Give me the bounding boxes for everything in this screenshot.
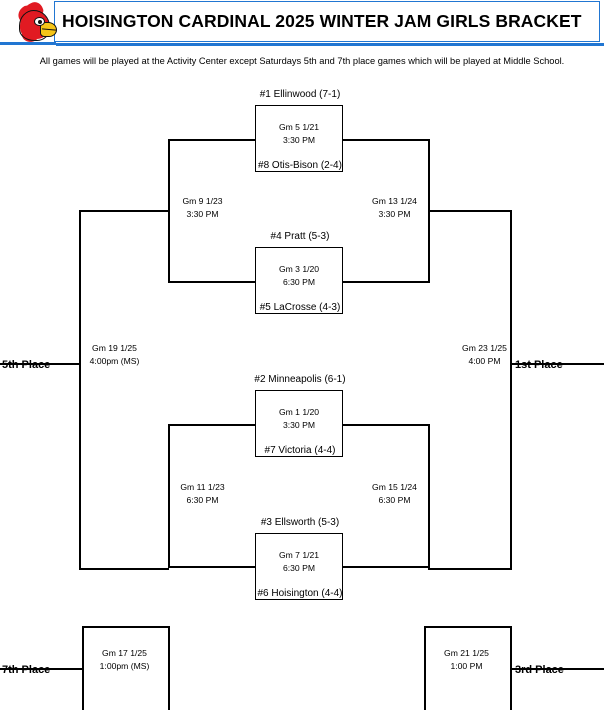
team-label-victoria: #7 Victoria (4-4) bbox=[264, 445, 336, 456]
game-box-3[interactable] bbox=[255, 247, 343, 314]
game-19-number: Gm 19 1/25 bbox=[92, 343, 137, 353]
connector-gm15-vertical bbox=[428, 424, 430, 568]
connector-3rd-place-stub bbox=[510, 668, 604, 670]
team-label-lacrosse: #5 LaCrosse (4-3) bbox=[259, 302, 341, 313]
fifth-place-label: 5th Place bbox=[2, 359, 51, 371]
game-11-number: Gm 11 1/23 bbox=[180, 482, 225, 492]
third-place-label: 3rd Place bbox=[515, 664, 564, 676]
game-5-time: 3:30 PM bbox=[282, 135, 315, 145]
game-19-time: 4:00pm (MS) bbox=[89, 356, 140, 366]
connector-gm19-top bbox=[79, 210, 169, 212]
connector-gm11-top bbox=[168, 424, 256, 426]
connector-gm15-top bbox=[342, 424, 430, 426]
page-title: HOISINGTON CARDINAL 2025 WINTER JAM GIRL… bbox=[62, 11, 582, 31]
game-11-time: 6:30 PM bbox=[186, 495, 219, 505]
connector-gm9-bottom bbox=[168, 281, 256, 283]
game-23-time: 4:00 PM bbox=[468, 356, 501, 366]
game-17-right-line bbox=[168, 626, 170, 710]
connector-gm13-top bbox=[342, 139, 430, 141]
connector-gm23-vertical bbox=[510, 210, 512, 570]
game-1-number: Gm 1 1/20 bbox=[278, 407, 320, 417]
game-9-number: Gm 9 1/23 bbox=[182, 196, 223, 206]
connector-7th-place-stub bbox=[0, 668, 83, 670]
header-rule-left bbox=[0, 42, 56, 45]
game-13-number: Gm 13 1/24 bbox=[372, 196, 417, 206]
first-place-label: 1st Place bbox=[515, 359, 563, 371]
game-23-number: Gm 23 1/25 bbox=[462, 343, 507, 353]
game-box-1[interactable] bbox=[255, 390, 343, 457]
game-3-time: 6:30 PM bbox=[282, 277, 315, 287]
game-3-number: Gm 3 1/20 bbox=[278, 264, 320, 274]
team-label-ellsworth: #3 Ellsworth (5-3) bbox=[260, 517, 340, 528]
team-label-hoisington: #6 Hoisington (4-4) bbox=[257, 588, 343, 599]
connector-5th-place-stub bbox=[0, 363, 80, 365]
connector-gm13-bottom bbox=[342, 281, 430, 283]
header-border bbox=[54, 1, 600, 42]
game-9-time: 3:30 PM bbox=[186, 209, 219, 219]
connector-gm19-vertical bbox=[79, 210, 81, 570]
game-15-time: 6:30 PM bbox=[378, 495, 411, 505]
venue-note: All games will be played at the Activity… bbox=[39, 56, 565, 66]
game-21-number: Gm 21 1/25 bbox=[444, 648, 489, 658]
seventh-place-label: 7th Place bbox=[2, 664, 51, 676]
connector-1st-place-stub bbox=[510, 363, 604, 365]
team-label-pratt: #4 Pratt (5-3) bbox=[270, 231, 330, 242]
game-5-number: Gm 5 1/21 bbox=[278, 122, 320, 132]
connector-gm23-bottom bbox=[428, 568, 511, 570]
connector-gm15-bottom bbox=[342, 566, 430, 568]
game-21-time: 1:00 PM bbox=[450, 661, 483, 671]
team-label-minneapolis: #2 Minneapolis (6-1) bbox=[254, 374, 346, 385]
game-17-time: 1:00pm (MS) bbox=[99, 661, 150, 671]
game-13-time: 3:30 PM bbox=[378, 209, 411, 219]
game-17-number: Gm 17 1/25 bbox=[102, 648, 147, 658]
game-1-time: 3:30 PM bbox=[282, 420, 315, 430]
cardinal-bird-logo-icon bbox=[14, 0, 60, 44]
connector-gm9-top bbox=[168, 139, 256, 141]
game-17-top-line bbox=[82, 626, 170, 628]
game-21-left-line bbox=[424, 626, 426, 710]
team-label-otis-bison: #8 Otis-Bison (2-4) bbox=[258, 160, 342, 171]
connector-gm19-bottom bbox=[79, 568, 169, 570]
game-7-number: Gm 7 1/21 bbox=[278, 550, 320, 560]
connector-gm23-top bbox=[428, 210, 511, 212]
game-box-5[interactable] bbox=[255, 105, 343, 172]
page-header: HOISINGTON CARDINAL 2025 WINTER JAM GIRL… bbox=[0, 0, 604, 46]
header-rule-right bbox=[56, 43, 604, 46]
game-15-number: Gm 15 1/24 bbox=[372, 482, 417, 492]
team-label-ellinwood: #1 Ellinwood (7-1) bbox=[259, 89, 341, 100]
connector-gm11-vertical bbox=[168, 424, 170, 568]
game-7-time: 6:30 PM bbox=[282, 563, 315, 573]
connector-gm11-bottom bbox=[168, 566, 256, 568]
game-21-top-line bbox=[424, 626, 512, 628]
